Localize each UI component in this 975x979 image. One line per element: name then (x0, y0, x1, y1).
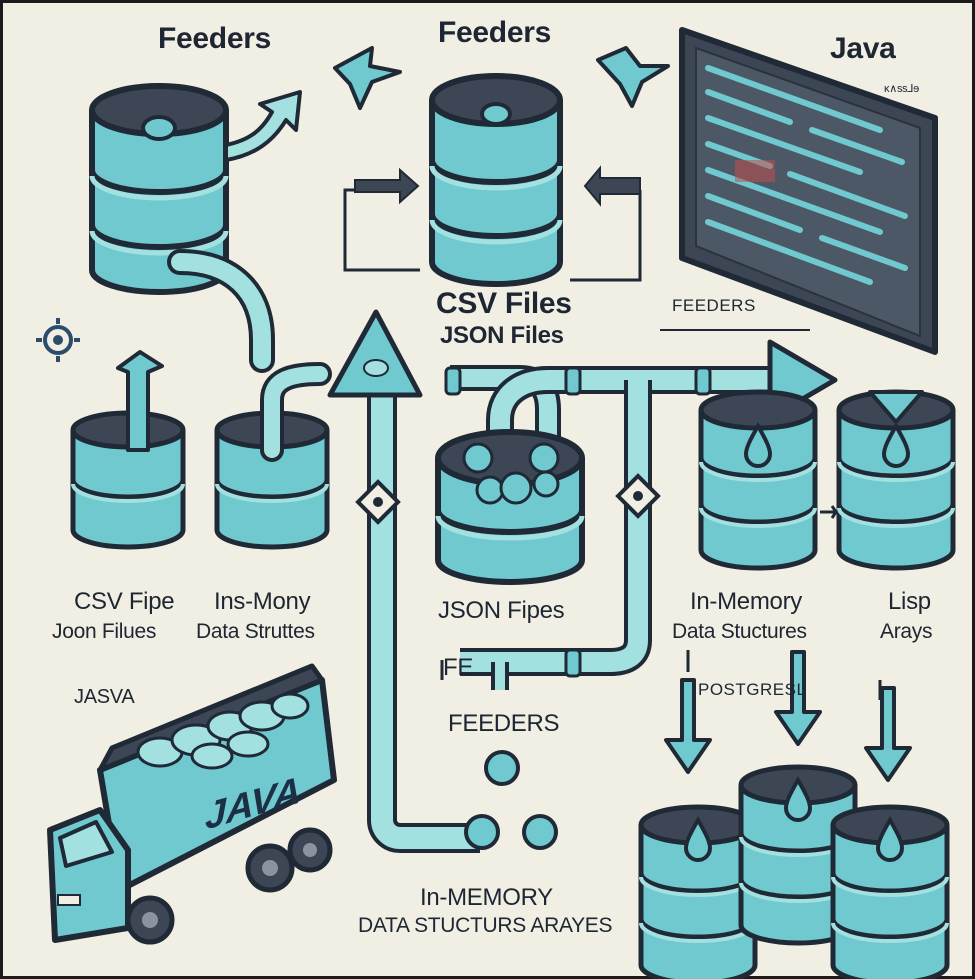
database-feeders-2 (429, 73, 563, 287)
bow-icon (596, 46, 670, 108)
label-data-structures-1: Data Stuctures (672, 620, 807, 643)
label-jasva: JASVA (74, 686, 135, 708)
label-csv-fipe: CSV Fipe (74, 588, 175, 615)
curved-arrow-icon (224, 90, 302, 162)
label-ins-mony: Ins-Mony (214, 588, 311, 615)
up-triangle-icon (327, 309, 423, 398)
label-feeders-1: Feeders (158, 22, 271, 55)
label-json-files: JSON Files (440, 322, 564, 349)
gear-icon (36, 318, 80, 362)
label-screen-tag: ĸ∧ѕѕ⅃ɘ (884, 83, 919, 95)
label-joon-filues: Joon Filues (52, 620, 157, 643)
java-truck (47, 663, 337, 945)
database-json-fipes (435, 429, 585, 585)
label-arays: Arays (880, 620, 933, 643)
label-csv-files: CSV Files (436, 287, 572, 320)
label-feeders-caps-2: FEEDERS (448, 710, 560, 737)
bow-icon (333, 46, 402, 110)
code-monitor (679, 27, 938, 355)
down-arrow-icon (868, 390, 924, 424)
database-in-memory (701, 392, 815, 568)
down-arrow-icon (864, 686, 912, 782)
database-feeders-1 (89, 83, 229, 295)
database-postgres-1 (641, 807, 755, 979)
label-lisp: Lisp (888, 588, 931, 615)
label-json-fipes: JSON Fipes (438, 597, 565, 624)
label-feeders-caps-1: FEEDERS (672, 296, 756, 315)
label-fe-partial: FE (443, 654, 474, 681)
label-feeders-2: Feeders (438, 16, 551, 49)
label-in-memory-1: In-Memory (690, 588, 802, 615)
label-java-title: Java (830, 32, 896, 65)
label-in-memory-2: In-MEMORY (420, 884, 553, 911)
label-postgresl: POSTGRESL (698, 680, 807, 699)
label-data-stucturs-arayes: DATA STUCTURS ARAYES (358, 914, 613, 937)
database-postgres-3 (833, 807, 947, 979)
label-data-strutes: Data Struttes (196, 620, 315, 643)
